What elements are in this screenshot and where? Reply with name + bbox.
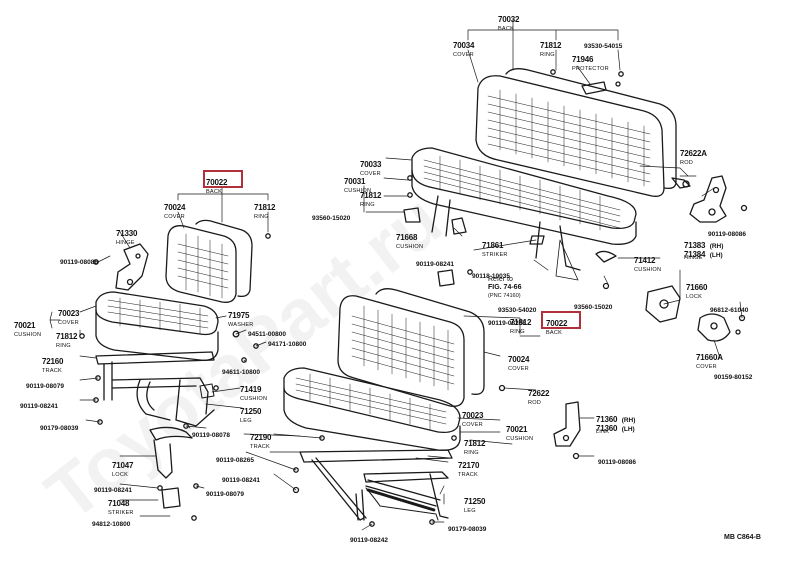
part-93530-54020[interactable]: 93530-54020: [498, 307, 537, 314]
part-90118-10035[interactable]: 90118-10035: [472, 273, 510, 280]
cushion-71668: [403, 207, 421, 223]
bench-left-backrest: [165, 219, 253, 303]
part-90119-08258[interactable]: 90119-08258: [488, 320, 526, 327]
cover-71660a: [697, 313, 746, 342]
bench-middle-cushion: [283, 367, 461, 451]
highlight-70022-left: [203, 170, 243, 188]
part-90119-08079-b[interactable]: 90119-08079: [206, 491, 244, 498]
highlight-70022-right: [541, 311, 581, 329]
part-90119-08086-r[interactable]: 90119-08086: [708, 231, 746, 238]
lock-71660: [645, 285, 681, 323]
part-94511-00800[interactable]: 94511-00800: [248, 331, 286, 338]
part-94812-10800[interactable]: 94812-10800: [92, 521, 131, 528]
part-90119-08241-a[interactable]: 90119-08241: [416, 261, 454, 268]
striker-71861: [437, 269, 455, 287]
part-90119-08086-b[interactable]: 90119-08086: [598, 459, 636, 466]
link-71360: [553, 401, 581, 460]
part-93560-15020-a[interactable]: 93560-15020: [312, 215, 351, 222]
bench-middle-backrest: [337, 288, 485, 407]
frame-lower-right: [292, 435, 453, 527]
part-90119-08079-a[interactable]: 90119-08079: [26, 383, 64, 390]
bench-left-cushion: [95, 291, 219, 361]
part-90119-08242[interactable]: 90119-08242: [350, 537, 388, 544]
part-90159-80152[interactable]: 90159-80152: [714, 374, 753, 381]
leader-lines: [49, 19, 743, 531]
part-93530-54015[interactable]: 93530-54015: [584, 43, 623, 50]
part-71360[interactable]: 71360 (RH): [596, 415, 636, 424]
part-link: LINK: [596, 429, 610, 435]
protector-71946: [581, 81, 607, 95]
part-90119-08241-d[interactable]: 90119-08241: [94, 487, 132, 494]
bench-top-backrest: [475, 68, 677, 197]
part-90119-08078[interactable]: 90119-08078: [192, 432, 230, 439]
part-71360-lh[interactable]: 71360 (LH): [596, 424, 635, 433]
part-96812-61040[interactable]: 96812-61040: [710, 307, 749, 314]
part-hinge-right: HINGE: [684, 255, 703, 261]
part-93560-15020-b[interactable]: 93560-15020: [574, 304, 613, 311]
part-90179-08039-b[interactable]: 90179-08039: [448, 526, 487, 533]
part-90119-08241-c[interactable]: 90119-08241: [222, 477, 260, 484]
part-90119-08086-l[interactable]: 90119-08086: [60, 259, 98, 266]
cushion-71412: [595, 250, 617, 263]
hinge-left: [115, 243, 149, 291]
part-71384[interactable]: 71384 (LH): [684, 250, 723, 259]
bench-top-cushion: [411, 147, 637, 281]
figure-code: MB C864-B: [724, 534, 761, 541]
part-94611-10800[interactable]: 94611-10800: [222, 369, 260, 376]
part-71383[interactable]: 71383 (RH): [684, 241, 724, 250]
part-94171-10800[interactable]: 94171-10800: [268, 341, 307, 348]
hinge-right: [671, 175, 727, 223]
part-90119-08241-b[interactable]: 90119-08241: [20, 403, 58, 410]
part-90119-08265[interactable]: 90119-08265: [216, 457, 254, 464]
part-90179-08039-a[interactable]: 90179-08039: [40, 425, 79, 432]
